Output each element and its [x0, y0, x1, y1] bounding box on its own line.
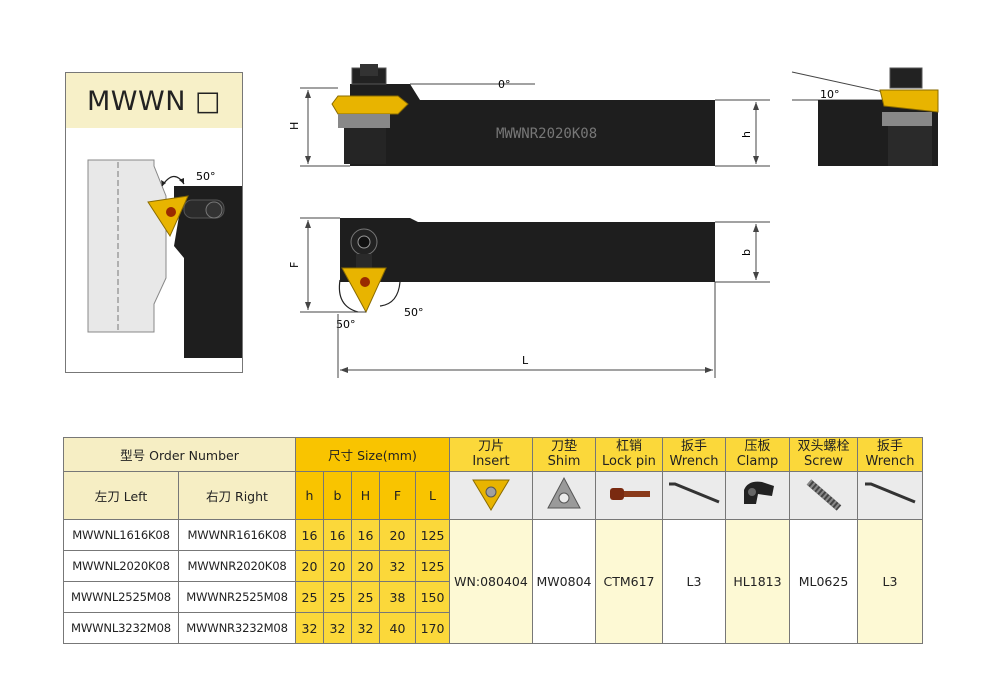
shim-icon: [547, 476, 581, 509]
plan-view: 50° 50° F b L: [288, 217, 770, 378]
left-model: MWWNL2525M08: [63, 581, 179, 613]
engraving-text: MWWNR2020K08: [496, 126, 597, 142]
angle-label-top: 0°: [498, 78, 511, 91]
shim-image: [532, 471, 596, 520]
insert-value: WN:080404: [449, 519, 533, 644]
value-b: 32: [323, 612, 352, 644]
value-h: 25: [295, 581, 324, 613]
angle-label-plan-right: 50°: [404, 306, 424, 319]
angle-label-plan-left: 50°: [336, 318, 356, 331]
value-b: 16: [323, 519, 352, 551]
value-F: 32: [379, 550, 416, 582]
model-title-box: MWWN □: [65, 72, 243, 130]
value-L: 150: [415, 581, 450, 613]
lock-pin-image: [595, 471, 663, 520]
size-header: 尺寸 Size(mm): [295, 437, 450, 472]
table-row: MWWNL1616K08 MWWNR1616K08 16 16 16 20 12…: [63, 519, 923, 644]
wrench-image-2: [857, 471, 923, 520]
application-diagram: 50°: [87, 159, 242, 358]
dim-header-H: H: [351, 471, 380, 520]
angle-label-left-box: 50°: [196, 170, 216, 183]
left-model: MWWNL2020K08: [63, 550, 179, 582]
value-h: 16: [295, 519, 324, 551]
dim-header-h: h: [295, 471, 324, 520]
right-model: MWWNR1616K08: [178, 519, 296, 551]
dim-label-F: F: [288, 262, 301, 268]
value-L: 125: [415, 519, 450, 551]
dim-label-b: b: [740, 249, 753, 256]
value-F: 40: [379, 612, 416, 644]
table-row: MWWNL2020K08 MWWNR2020K08 20 20 20 32 12…: [63, 550, 923, 582]
lock-pin-icon: [610, 488, 650, 500]
right-header: 右刀 Right: [178, 471, 296, 520]
table-row: MWWNL2525M08 MWWNR2525M08 25 25 25 38 15…: [63, 581, 923, 613]
value-L: 170: [415, 612, 450, 644]
left-model: MWWNL1616K08: [63, 519, 179, 551]
order-number-header: 型号 Order Number: [63, 437, 296, 472]
dim-header-b: b: [323, 471, 352, 520]
dim-label-L: L: [522, 354, 529, 367]
screw-icon: [806, 479, 841, 511]
dim-label-H: H: [288, 122, 301, 130]
right-model: MWWNR2020K08: [178, 550, 296, 582]
right-model: MWWNR2525M08: [178, 581, 296, 613]
lock-pin-value: CTM617: [595, 519, 663, 644]
left-model: MWWNL3232M08: [63, 612, 179, 644]
screw-value: ML0625: [789, 519, 858, 644]
table-row: MWWNL3232M08 MWWNR3232M08 32 32 32 40 17…: [63, 612, 923, 644]
dim-label-h: h: [740, 131, 753, 138]
shim-value: MW0804: [532, 519, 596, 644]
dim-header-F: F: [379, 471, 416, 520]
front-view: 0° MWWNR2020K08 H h: [288, 64, 770, 167]
wrench-icon: [669, 482, 720, 504]
dim-header-L: L: [415, 471, 450, 520]
value-b: 25: [323, 581, 352, 613]
model-title: MWWN □: [87, 85, 221, 117]
value-h: 20: [295, 550, 324, 582]
screw-image: [789, 471, 858, 520]
right-model: MWWNR3232M08: [178, 612, 296, 644]
value-F: 38: [379, 581, 416, 613]
angle-label-side: 10°: [820, 88, 840, 101]
left-header: 左刀 Left: [63, 471, 179, 520]
value-H: 32: [351, 612, 380, 644]
clamp-icon: [743, 481, 774, 504]
wrench-value-2: L3: [857, 519, 923, 644]
value-H: 16: [351, 519, 380, 551]
value-H: 25: [351, 581, 380, 613]
insert-image: [449, 471, 533, 520]
clamp-value: HL1813: [725, 519, 790, 644]
value-b: 20: [323, 550, 352, 582]
tool-holder-drawing: 0° MWWNR2020K08 H h 10°: [288, 64, 939, 378]
wrench-value: L3: [662, 519, 726, 644]
insert-icon: [472, 479, 510, 511]
wrench-image: [662, 471, 726, 520]
side-view: 10°: [791, 67, 939, 166]
clamp-image: [725, 471, 790, 520]
value-F: 20: [379, 519, 416, 551]
value-h: 32: [295, 612, 324, 644]
value-L: 125: [415, 550, 450, 582]
wrench-icon: [865, 482, 916, 504]
value-H: 20: [351, 550, 380, 582]
application-diagram-box: 50°: [65, 128, 243, 373]
